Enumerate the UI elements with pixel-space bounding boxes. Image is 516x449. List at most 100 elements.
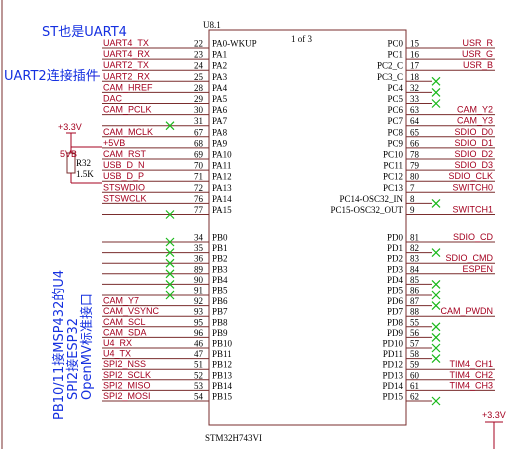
no-connect-mark: [431, 354, 441, 364]
pin-name: PD15: [382, 392, 403, 402]
pin-number: 29: [194, 94, 204, 104]
pin-name: PB13: [212, 370, 233, 380]
pin-name: PA9: [212, 138, 228, 148]
net-label-usr-b: USR_B: [463, 60, 493, 70]
pin-number: 95: [194, 317, 204, 327]
net-label-cam-sda: CAM_SDA: [103, 327, 147, 337]
pin-name: PD12: [382, 360, 403, 370]
pin-number: 52: [194, 370, 203, 380]
net-label-switch1: SWITCH1: [453, 205, 494, 215]
pin-number: 90: [194, 275, 204, 285]
pin-name: PD14: [382, 381, 403, 391]
resistor-r32[interactable]: +3.3V 5VB R32 1.5K: [58, 122, 102, 184]
pin-number: 59: [410, 360, 420, 370]
net-label-uart2-rx: UART2_RX: [103, 71, 150, 81]
pin-number: 78: [410, 150, 420, 160]
pin-name: PC11: [383, 161, 403, 171]
pin-name: PA4: [212, 83, 228, 93]
chip-body[interactable]: [208, 29, 407, 426]
resistor-ref: R32: [76, 158, 91, 168]
pin-name: PA1: [212, 50, 227, 60]
pin-name: PA15: [212, 205, 232, 215]
pin-number: 64: [410, 116, 420, 126]
pin-name: PD1: [387, 243, 403, 253]
pin-name: PD10: [382, 339, 403, 349]
net-label-sdio-cmd: SDIO_CMD: [445, 253, 493, 263]
pin-name: PA0-WKUP: [212, 39, 257, 49]
pin-name: PD13: [382, 370, 403, 380]
pin-name: PC14-OSC32_IN: [339, 194, 403, 204]
no-connect-mark: [165, 279, 175, 289]
pin-number: 87: [410, 296, 420, 306]
net-label-sdio-d2: SDIO_D2: [454, 149, 493, 159]
net-label-cam-mclk: CAM_MCLK: [103, 127, 153, 137]
pin-name: PC4: [387, 83, 403, 93]
net-label-cam-href: CAM_HREF: [103, 82, 153, 92]
